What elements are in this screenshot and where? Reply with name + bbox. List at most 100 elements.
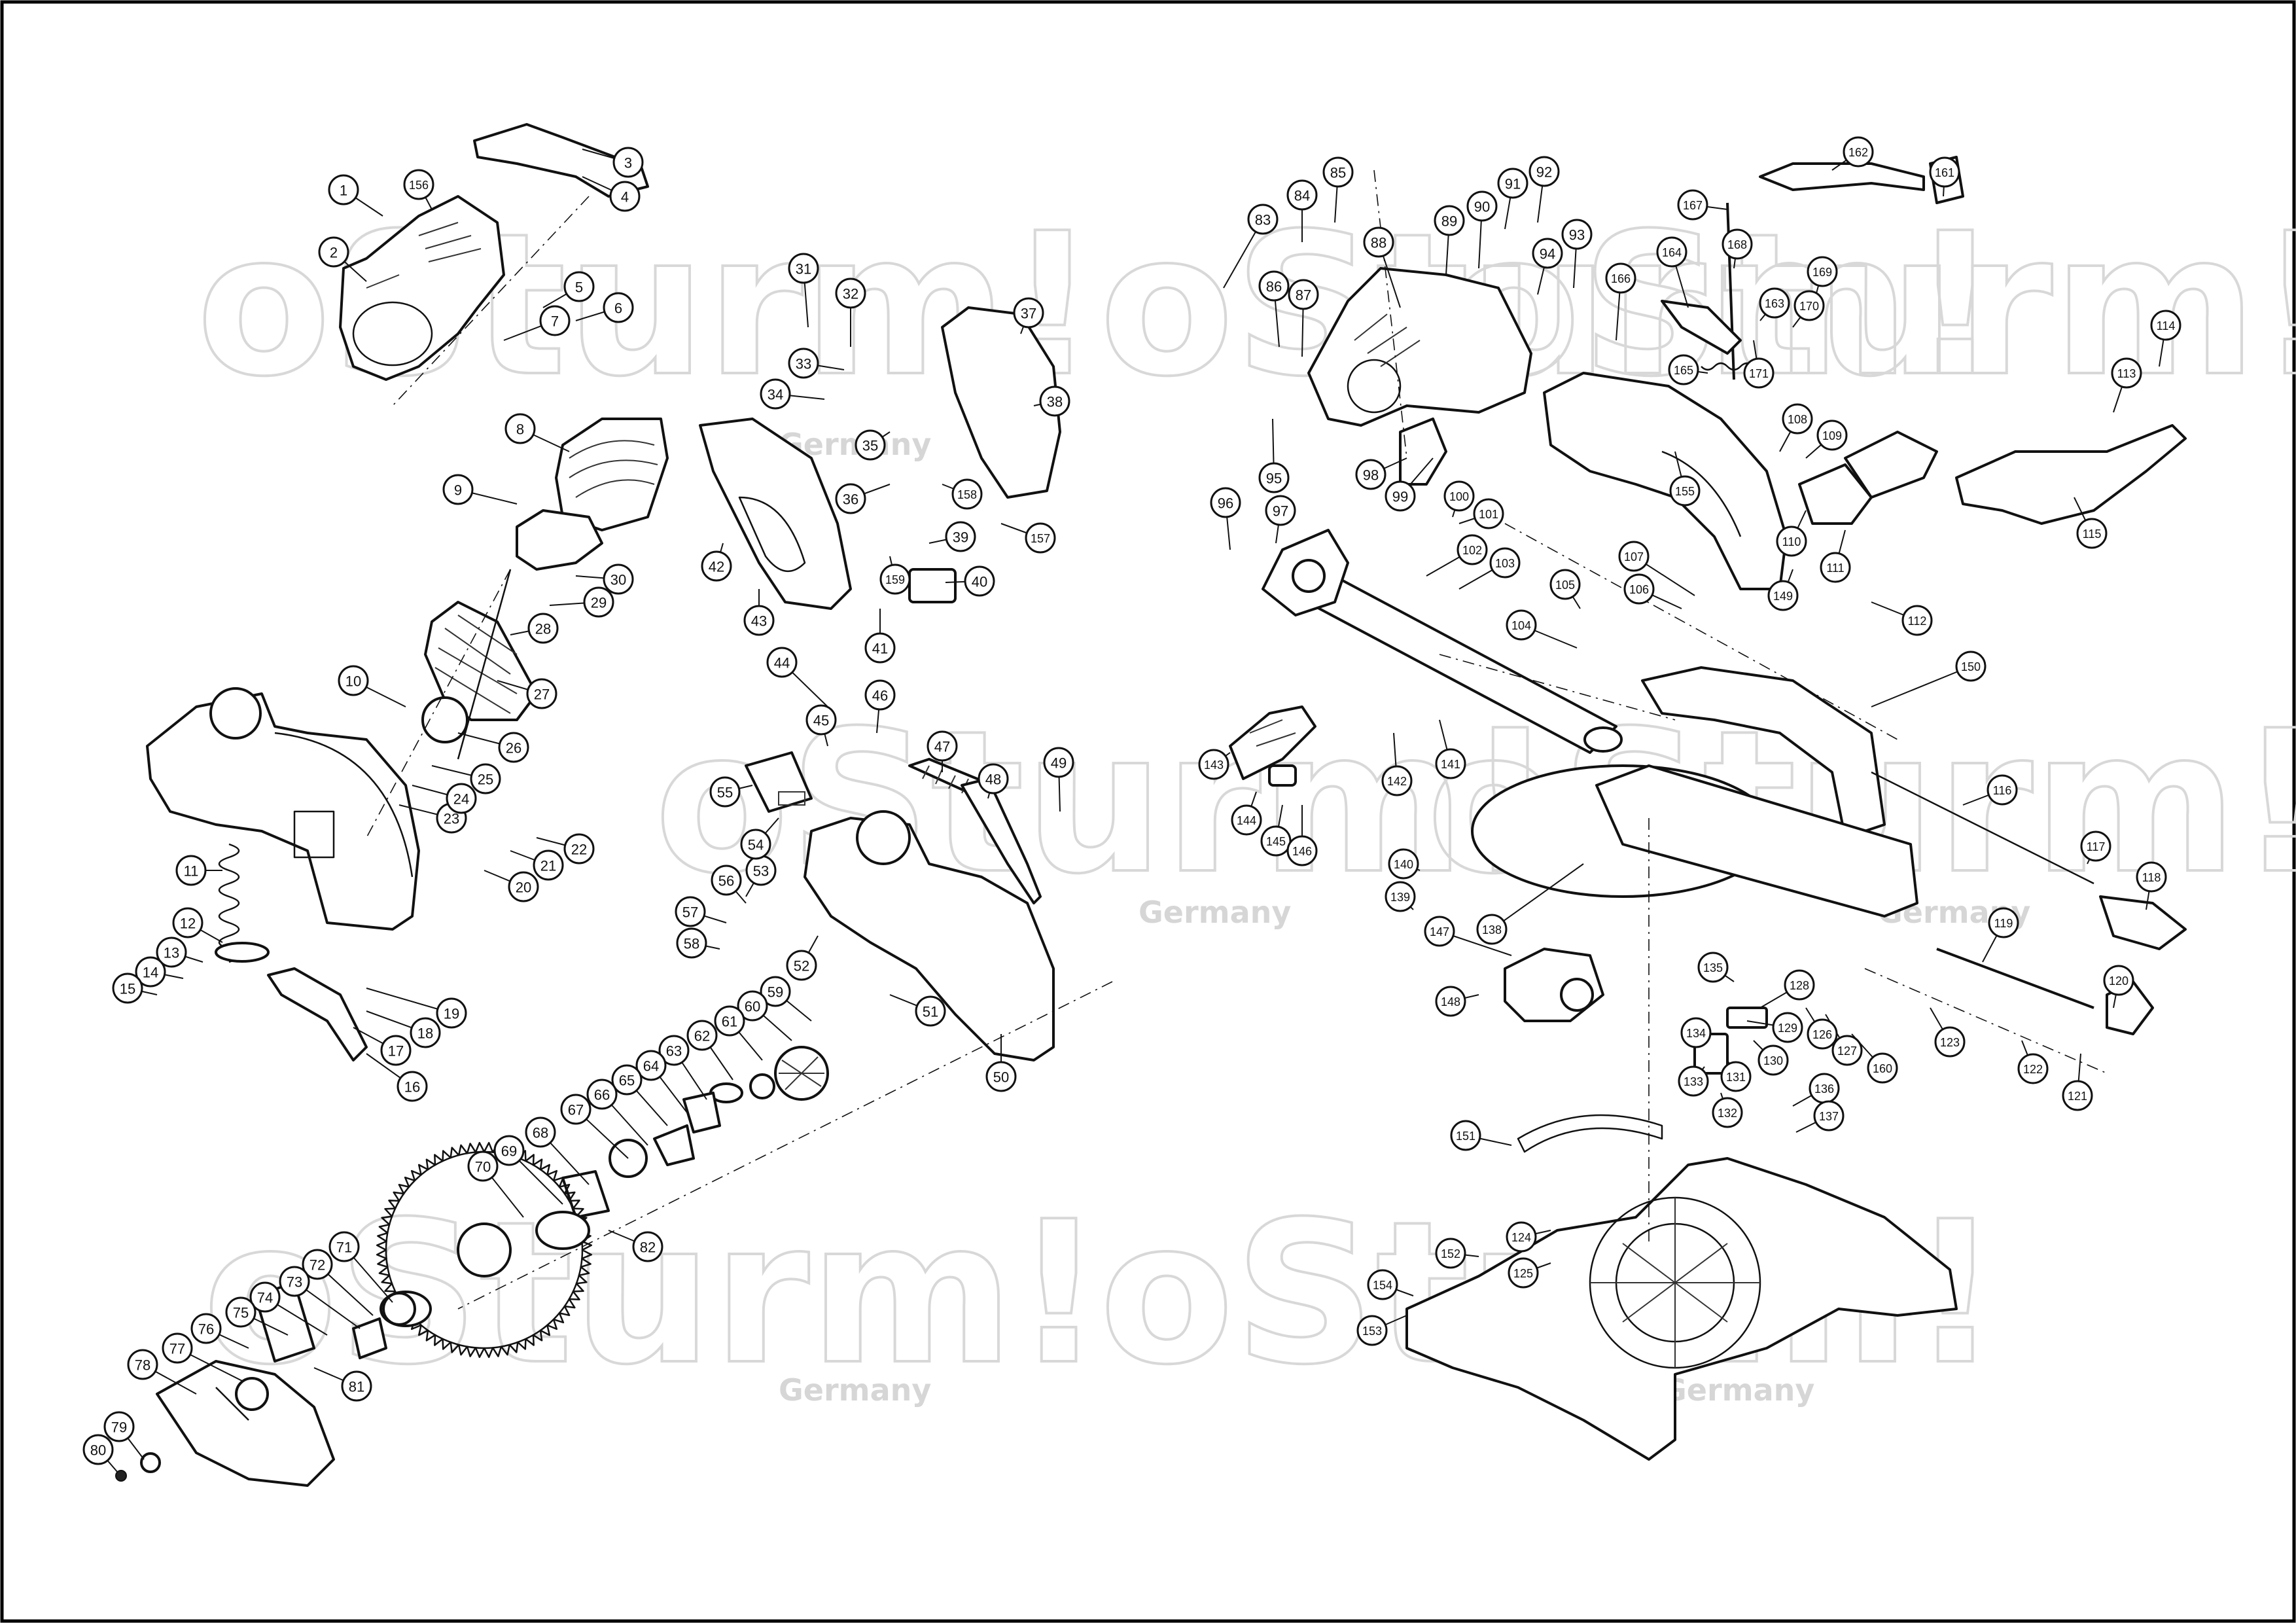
callout-number: 148 [1441, 995, 1460, 1008]
callout-number: 83 [1255, 212, 1271, 228]
part-callout-30: 30 [603, 563, 634, 595]
motor-housing [339, 195, 505, 381]
callout-circle [2076, 518, 2108, 549]
part-callout-36: 36 [835, 483, 866, 514]
callout-circle [338, 665, 369, 696]
part-callout-126: 126 [1807, 1018, 1838, 1050]
callout-number: 1 [340, 183, 347, 199]
bracket-164 [1661, 300, 1742, 355]
callout-number: 169 [1812, 266, 1832, 279]
callout-number: 126 [1812, 1028, 1832, 1041]
callout-number: 108 [1788, 413, 1807, 426]
lower-blade-guard [156, 1360, 335, 1487]
callout-number: 132 [1718, 1107, 1737, 1120]
callout-number: 127 [1837, 1044, 1857, 1058]
return-spring [218, 843, 240, 963]
callout-circle [508, 871, 539, 902]
callout-number: 103 [1495, 557, 1515, 570]
handle-grip-knurl [922, 765, 969, 794]
callout-number: 7 [551, 313, 559, 330]
callout-number: 141 [1441, 758, 1460, 771]
callout-circle [1767, 580, 1799, 611]
callout-number: 78 [135, 1357, 150, 1374]
part-callout-168: 168 [1722, 228, 1753, 260]
part-callout-59: 59 [760, 976, 791, 1007]
part-callout-24: 24 [446, 783, 477, 814]
callout-circle [1807, 1018, 1838, 1050]
callout-circle [879, 563, 911, 595]
callout-circle [1286, 835, 1318, 866]
callout-number: 162 [1848, 146, 1868, 159]
callout-number: 71 [336, 1240, 352, 1256]
part-callout-84: 84 [1286, 179, 1318, 211]
part-callout-137: 137 [1813, 1100, 1845, 1132]
callout-circle [1388, 848, 1419, 880]
part-callout-166: 166 [1605, 262, 1636, 294]
gear-housing-boss [209, 687, 262, 740]
callout-number: 58 [684, 936, 699, 952]
callout-circle [1434, 205, 1465, 236]
watermark-brand-3: oSturm! [654, 688, 1555, 917]
part-callout-55: 55 [709, 776, 741, 808]
callout-circle [951, 478, 983, 510]
link-plate [267, 967, 368, 1061]
part-callout-147: 147 [1424, 916, 1455, 947]
callout-number: 99 [1392, 489, 1408, 505]
callout-number: 56 [718, 873, 734, 889]
part-callout-58: 58 [676, 927, 707, 959]
spacer-sleeve-145 [1268, 764, 1297, 787]
part-callout-128: 128 [1784, 969, 1815, 1001]
callout-number: 142 [1387, 775, 1407, 788]
callout-circle [82, 1434, 114, 1465]
base-turntable-spokes [1590, 1198, 1760, 1368]
part-callout-4: 4 [609, 181, 641, 212]
callout-number: 54 [748, 837, 764, 853]
callout-circle [1039, 385, 1070, 417]
callout-number: 146 [1292, 845, 1312, 858]
part-callout-123: 123 [1934, 1026, 1966, 1058]
part-callout-108: 108 [1782, 403, 1813, 435]
callout-number: 145 [1266, 835, 1286, 848]
callout-number: 120 [2109, 974, 2128, 988]
part-callout-50: 50 [985, 1061, 1017, 1092]
callout-number: 107 [1624, 550, 1644, 563]
callout-circle [835, 483, 866, 514]
callout-circle [1955, 651, 1987, 682]
callout-circle [1043, 747, 1074, 778]
part-callout-62: 62 [686, 1020, 718, 1051]
callout-circle [1528, 156, 1560, 187]
guard-washer-79 [140, 1452, 161, 1473]
callout-circle [1772, 1012, 1803, 1043]
part-callout-57: 57 [675, 896, 706, 927]
callout-number: 93 [1569, 227, 1585, 243]
callout-circle [1934, 1026, 1966, 1058]
callout-number: 14 [143, 965, 158, 981]
callout-number: 40 [972, 574, 987, 590]
callout-circle [1355, 459, 1386, 490]
callout-number: 166 [1611, 272, 1631, 285]
callout-number: 22 [571, 842, 587, 858]
watermark-subtitle-3: Germany [779, 1372, 931, 1408]
callout-circle [786, 950, 817, 981]
callout-circle [498, 732, 529, 763]
callout-circle [112, 972, 143, 1004]
callout-circle [249, 1281, 281, 1313]
callout-number: 16 [404, 1079, 420, 1096]
callout-number: 91 [1505, 176, 1521, 192]
callout-number: 64 [643, 1058, 659, 1075]
callout-number: 152 [1441, 1247, 1460, 1260]
callout-number: 43 [751, 613, 767, 630]
part-callout-82: 82 [632, 1231, 663, 1262]
callout-circle [635, 1050, 667, 1081]
part-callout-156: 156 [403, 169, 434, 200]
callout-circle [743, 605, 775, 636]
callout-number: 136 [1814, 1082, 1834, 1096]
callout-circle [1807, 256, 1838, 287]
callout-circle [1450, 1120, 1481, 1151]
callout-circle [1816, 419, 1848, 451]
callout-number: 25 [478, 772, 493, 788]
part-callout-118: 118 [2136, 861, 2167, 893]
part-callout-159: 159 [879, 563, 911, 595]
part-callout-2: 2 [318, 236, 349, 268]
